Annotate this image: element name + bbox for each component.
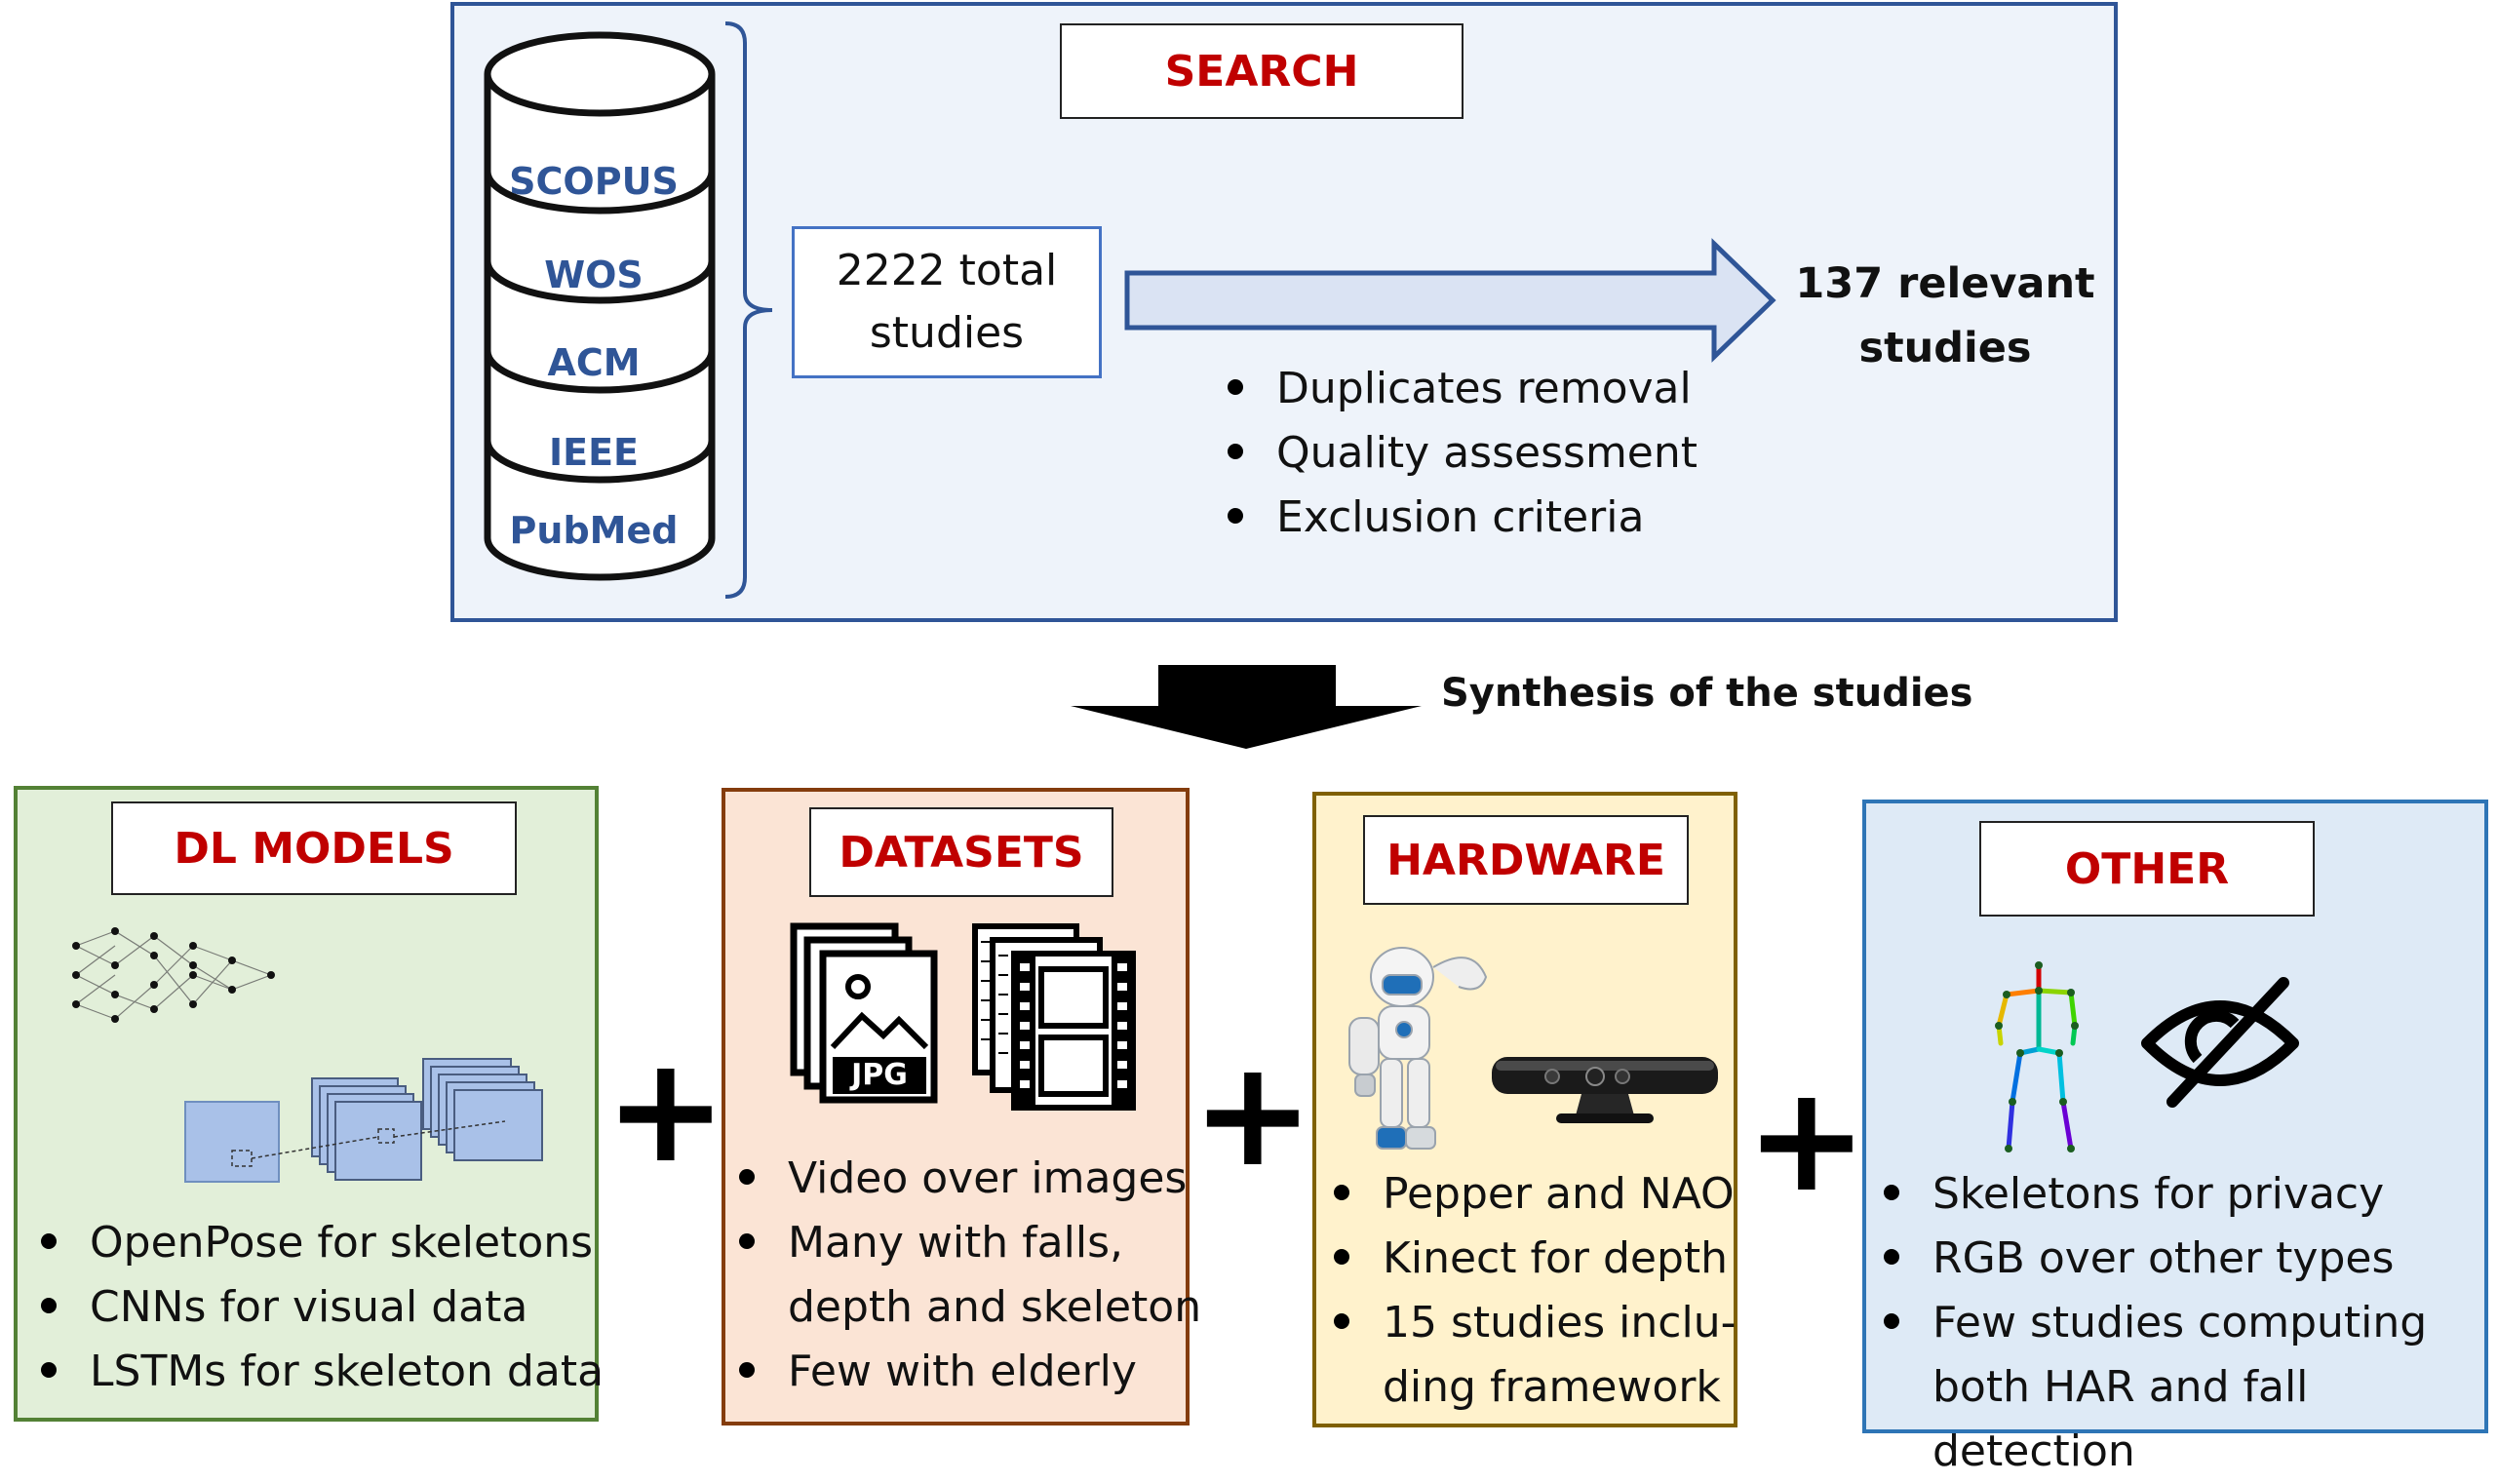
plus-sign: + <box>1191 1030 1314 1199</box>
kinect-sensor-icon <box>1492 1057 1718 1123</box>
filter-step: Duplicates removal <box>1222 357 1698 421</box>
database-acm: ACM <box>547 341 641 384</box>
search-title: SEARCH <box>1060 23 1464 119</box>
dl-bullet: CNNs for visual data <box>35 1275 604 1340</box>
other-bullet: Skeletons for privacy <box>1878 1162 2498 1227</box>
other-bullet-text: Few studies computing <box>1932 1298 2428 1347</box>
total-studies-line1: 2222 total <box>836 246 1058 295</box>
other-bullets: Skeletons for privacy RGB over other typ… <box>1878 1162 2498 1484</box>
dl-bullet: LSTMs for skeleton data <box>35 1340 604 1404</box>
datasets-bullet: Many with falls, depth and skeleton <box>733 1211 1201 1340</box>
synthesis-label: Synthesis of the studies <box>1441 671 1973 716</box>
database-scopus: SCOPUS <box>509 160 679 203</box>
total-studies-box: 2222 total studies <box>792 226 1102 378</box>
datasets-bullet: Few with elderly <box>733 1340 1201 1404</box>
dl-models-title: DL MODELS <box>111 801 517 895</box>
plus-sign: + <box>1745 1055 1868 1225</box>
filter-step: Exclusion criteria <box>1222 486 1698 550</box>
plus-sign: + <box>605 1026 727 1195</box>
hardware-bullet: Kinect for depth <box>1328 1227 1736 1291</box>
relevant-studies-result: 137 relevant studies <box>1770 252 2121 380</box>
datasets-bullet-continuation: depth and skeleton <box>788 1282 1202 1332</box>
skeleton-pose-icon <box>1995 961 2079 1152</box>
relevant-line1: 137 relevant <box>1795 259 2095 308</box>
jpg-label: JPG <box>851 1058 908 1092</box>
neural-network-icon <box>72 927 543 1183</box>
database-pubmed: PubMed <box>509 509 679 552</box>
hardware-bullet-continuation: ding framework <box>1383 1362 1721 1412</box>
other-title: OTHER <box>1979 821 2315 917</box>
datasets-title: DATASETS <box>809 807 1113 897</box>
database-stack: SCOPUS WOS ACM IEEE PubMed <box>482 23 718 589</box>
filter-steps-list: Duplicates removal Quality assessment Ex… <box>1222 357 1698 550</box>
datasets-bullet: Video over images <box>733 1147 1201 1211</box>
hardware-bullet: Pepper and NAO <box>1328 1162 1736 1227</box>
dl-bullet: OpenPose for skeletons <box>35 1211 604 1275</box>
filter-arrow-icon <box>1124 238 1776 363</box>
total-studies-line2: studies <box>869 308 1025 358</box>
robot-icon <box>1348 947 1488 1150</box>
hardware-title: HARDWARE <box>1363 815 1689 905</box>
video-frames-icon <box>972 923 1136 1111</box>
database-cylinder-icon <box>484 31 716 581</box>
jpg-images-icon: JPG <box>790 922 942 1108</box>
database-ieee: IEEE <box>548 431 639 474</box>
other-bullet-continuation: both HAR and fall detection <box>1932 1362 2309 1476</box>
privacy-eye-slash-icon <box>2141 977 2299 1108</box>
filter-step: Quality assessment <box>1222 421 1698 486</box>
bracket-icon <box>724 21 773 599</box>
hardware-bullet-text: 15 studies inclu- <box>1383 1298 1737 1347</box>
dl-models-bullets: OpenPose for skeletons CNNs for visual d… <box>35 1211 604 1404</box>
hardware-bullets: Pepper and NAO Kinect for depth 15 studi… <box>1328 1162 1736 1420</box>
database-wos: WOS <box>544 254 644 296</box>
datasets-bullet-text: Many with falls, <box>788 1218 1123 1268</box>
relevant-line2: studies <box>1858 324 2032 372</box>
other-bullet: RGB over other types <box>1878 1227 2498 1291</box>
synthesis-arrow-icon <box>1071 665 1422 749</box>
datasets-bullets: Video over images Many with falls, depth… <box>733 1147 1201 1404</box>
other-bullet: Few studies computing both HAR and fall … <box>1878 1291 2498 1484</box>
hardware-bullet: 15 studies inclu- ding framework <box>1328 1291 1736 1420</box>
